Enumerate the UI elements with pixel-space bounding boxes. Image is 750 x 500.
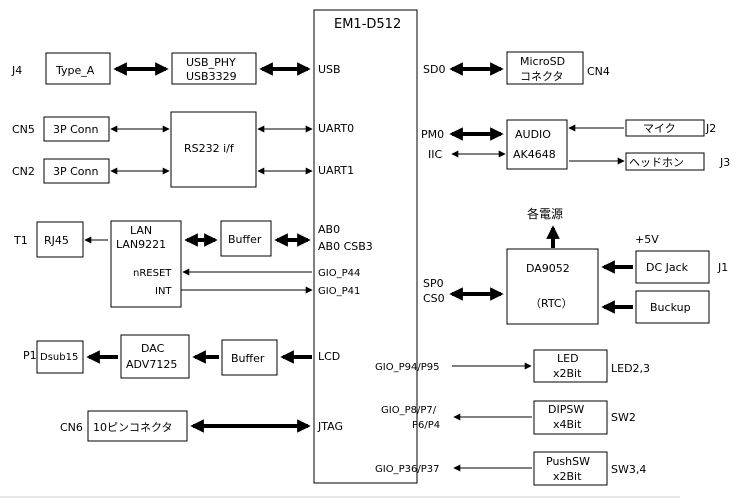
audio-part: AK4648 bbox=[513, 148, 556, 161]
ref-t1: T1 bbox=[13, 234, 28, 247]
pin-iic: IIC bbox=[428, 148, 442, 161]
power-out-label: 各電源 bbox=[527, 206, 563, 221]
microsd-block bbox=[506, 51, 584, 85]
chip-title: EM1-D512 bbox=[334, 17, 401, 32]
type-a-label: Type_A bbox=[55, 64, 95, 77]
led-label: LED bbox=[557, 352, 579, 365]
rs232-block bbox=[170, 111, 257, 188]
pin-uart0: UART0 bbox=[318, 122, 354, 135]
mic-block bbox=[625, 119, 705, 137]
dipsw-label: DIPSW bbox=[548, 403, 584, 416]
ref-cn2: CN2 bbox=[12, 165, 35, 178]
rj45-label: RJ45 bbox=[44, 234, 69, 247]
buffer-lan-block bbox=[220, 220, 272, 257]
pin-gio-p8-l1: GIO_P8/P7/ bbox=[381, 405, 437, 416]
pin-usb: USB bbox=[318, 63, 341, 76]
lan-block bbox=[110, 220, 182, 308]
ref-j4: J4 bbox=[11, 64, 22, 77]
pushsw-label: PushSW bbox=[546, 455, 590, 468]
mic-label: マイク bbox=[643, 122, 676, 135]
pin-lcd: LCD bbox=[318, 350, 340, 363]
rj45-block bbox=[36, 221, 84, 258]
headphone-label: ヘッドホン bbox=[629, 156, 684, 169]
conn3p-b-block bbox=[43, 158, 110, 184]
jtag-conn-block bbox=[87, 410, 188, 442]
backup-label: Buckup bbox=[650, 301, 691, 314]
chip-block bbox=[313, 9, 418, 484]
da9052-block bbox=[506, 248, 599, 325]
pin-sd0: SD0 bbox=[423, 63, 445, 76]
usb-phy-part: USB3329 bbox=[186, 70, 237, 83]
dac-part: ADV7125 bbox=[126, 358, 177, 371]
dsub15-block bbox=[36, 340, 84, 374]
audio-block bbox=[506, 119, 568, 170]
pin-gio-p36: GIO_P36/P37 bbox=[375, 464, 439, 475]
pin-gio-p94: GIO_P94/P95 bbox=[375, 362, 439, 373]
conn3p-a-block bbox=[43, 116, 110, 142]
dac-block bbox=[120, 334, 190, 379]
buffer-lan-label: Buffer bbox=[228, 233, 262, 246]
dsub15-label: Dsub15 bbox=[40, 352, 78, 363]
lan-part: LAN9221 bbox=[116, 238, 166, 251]
headphone-block bbox=[625, 152, 705, 171]
ref-sw34: SW3,4 bbox=[611, 463, 646, 476]
plus5v-label: +5V bbox=[635, 233, 659, 246]
conn3p-b-label: 3P Conn bbox=[53, 165, 99, 178]
pin-gio-p41: GIO_P41 bbox=[318, 286, 360, 297]
backup-block bbox=[635, 290, 710, 324]
ref-led23: LED2,3 bbox=[611, 362, 650, 375]
lan-int-label: INT bbox=[155, 286, 172, 297]
ref-cn5: CN5 bbox=[12, 123, 35, 136]
led-block bbox=[533, 349, 608, 383]
ref-j3: J3 bbox=[719, 156, 730, 169]
buffer-lcd-block bbox=[221, 339, 278, 376]
jtag-conn-label: 10ピンコネクタ bbox=[93, 421, 173, 434]
type-a-block bbox=[45, 52, 111, 85]
pushsw-bits: x2Bit bbox=[553, 470, 582, 483]
dac-label: DAC bbox=[141, 342, 165, 355]
pin-ab0-csb3: AB0 CSB3 bbox=[318, 240, 373, 253]
pin-gio-p44: GIO_P44 bbox=[318, 268, 360, 279]
microsd-label-2: コネクタ bbox=[520, 70, 564, 83]
ref-j1: J1 bbox=[717, 261, 728, 274]
pin-cs0: CS0 bbox=[423, 292, 445, 305]
da9052-label: DA9052 bbox=[526, 262, 570, 275]
ref-p1: P1 bbox=[23, 349, 37, 362]
conn3p-a-label: 3P Conn bbox=[53, 123, 99, 136]
pin-jtag: JTAG bbox=[317, 420, 343, 433]
usb-phy-label: USB_PHY bbox=[186, 56, 236, 69]
pushsw-block bbox=[533, 451, 608, 486]
led-bits: x2Bit bbox=[553, 367, 582, 380]
dc-jack-block bbox=[635, 250, 710, 284]
lan-label: LAN bbox=[130, 224, 152, 237]
microsd-label: MicroSD bbox=[520, 55, 565, 68]
audio-label: AUDIO bbox=[515, 128, 551, 141]
pin-uart1: UART1 bbox=[318, 164, 354, 177]
pin-sp0: SP0 bbox=[423, 277, 444, 290]
dc-jack-label: DC Jack bbox=[646, 261, 689, 274]
ref-cn4: CN4 bbox=[587, 65, 610, 78]
buffer-lcd-label: Buffer bbox=[231, 352, 265, 365]
dipsw-block bbox=[533, 400, 608, 435]
rtc-label: （RTC） bbox=[530, 297, 573, 310]
ref-cn6: CN6 bbox=[60, 421, 83, 434]
lan-nreset-label: nRESET bbox=[133, 268, 172, 279]
pin-pm0: PM0 bbox=[421, 128, 444, 141]
pin-ab0: AB0 bbox=[318, 223, 340, 236]
dipsw-bits: x4Bit bbox=[553, 418, 582, 431]
ref-sw2: SW2 bbox=[611, 411, 636, 424]
usb-phy-block bbox=[171, 52, 257, 85]
pin-gio-p8-l2: P6/P4 bbox=[412, 420, 440, 431]
ref-j2: J2 bbox=[705, 122, 716, 135]
rs232-label: RS232 i/f bbox=[184, 142, 235, 155]
